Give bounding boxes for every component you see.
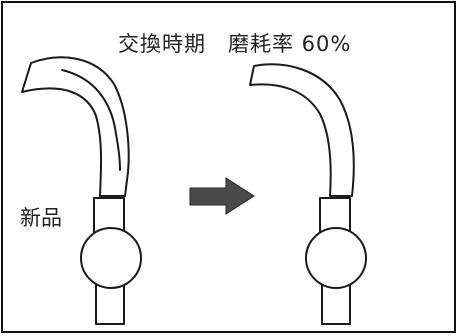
worn-tip-ball	[305, 227, 367, 289]
caption-wear-rate: 磨耗率 60%	[228, 32, 352, 56]
label-new-item: 新品	[20, 206, 62, 230]
diagram-frame	[1, 1, 456, 333]
new-tip-ball	[80, 227, 142, 289]
caption-replacement: 交換時期	[118, 32, 206, 56]
new-tip	[21, 56, 142, 325]
worn-tip	[249, 63, 367, 325]
worn-tip-blade	[249, 63, 355, 197]
new-tip-blade	[21, 56, 130, 197]
new-tip-edge-line	[61, 69, 121, 171]
caption-replacement-timing: 交換時期磨耗率 60%	[118, 28, 351, 58]
transition-arrow-icon	[189, 177, 255, 215]
